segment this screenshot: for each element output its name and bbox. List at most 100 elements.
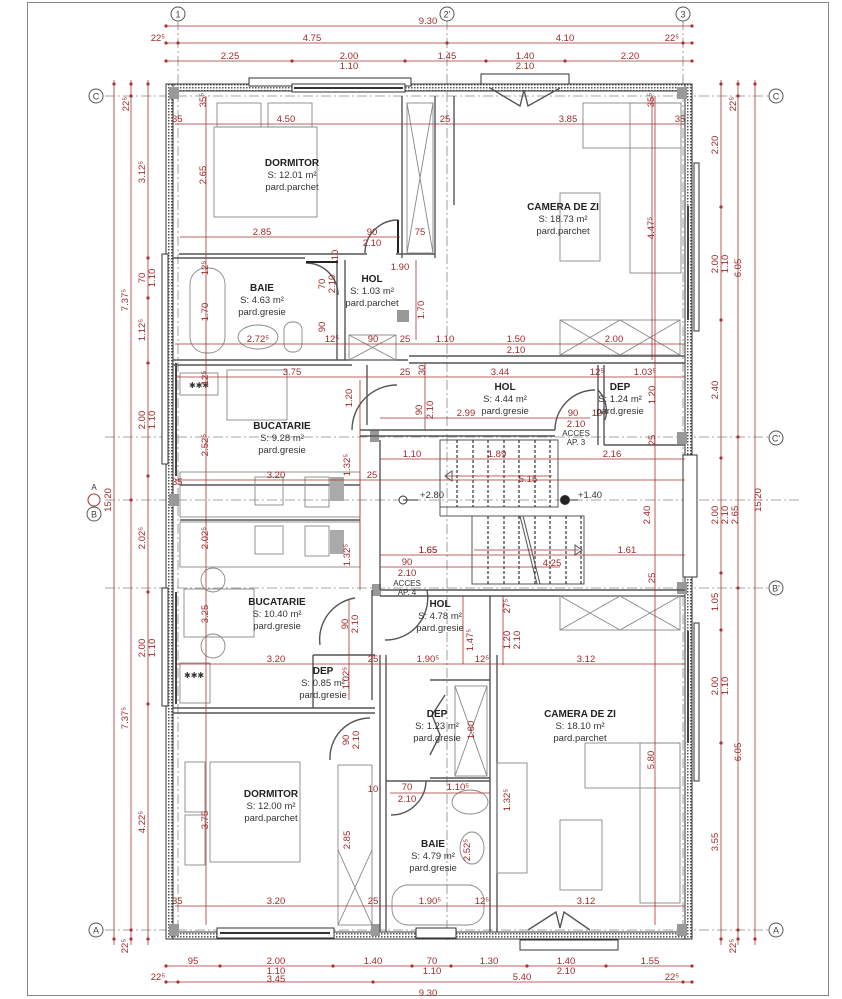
room-label-dormitor-1: DORMITOR S: 12.01 m² pard.parchet [265, 158, 320, 193]
svg-text:3.44: 3.44 [491, 367, 510, 378]
svg-text:9.30: 9.30 [419, 16, 438, 27]
interior-dim-labels: 35 4.50 25 2.65 2.85 90 2.10 75 35⁵ 3.85… [172, 93, 685, 907]
svg-text:6.05: 6.05 [733, 743, 744, 762]
svg-text:1: 1 [175, 10, 180, 20]
axis-marker-a-left: A [88, 922, 104, 938]
svg-text:27⁵: 27⁵ [502, 599, 513, 614]
axis-marker-b-left: B A [86, 483, 102, 522]
svg-text:2.40: 2.40 [710, 381, 721, 400]
stove-icon: ✱✱✱ [189, 381, 209, 390]
svg-text:2.10: 2.10 [720, 506, 731, 525]
svg-text:2.00: 2.00 [137, 411, 148, 430]
svg-text:S: 1.03 m²: S: 1.03 m² [350, 286, 394, 297]
svg-text:A: A [93, 926, 99, 936]
svg-text:1.10: 1.10 [340, 61, 359, 72]
svg-text:22⁵: 22⁵ [121, 97, 132, 112]
svg-text:1.50: 1.50 [507, 334, 526, 345]
svg-text:pard.gresie: pard.gresie [253, 621, 301, 632]
svg-text:3.75: 3.75 [283, 367, 302, 378]
room-label-camera-de-zi-1: CAMERA DE ZI S: 18.73 m² pard.parchet [527, 202, 599, 237]
svg-text:1.02⁵: 1.02⁵ [341, 667, 352, 689]
axis-marker-bp-right: B' [768, 580, 784, 596]
left-dimensions: 22⁵ 7.37⁵ 15.20 7.37⁵ 22⁵ 3.12⁵ 70 1.10 … [103, 80, 158, 953]
svg-text:3.12: 3.12 [577, 654, 596, 665]
svg-text:BAIE: BAIE [250, 283, 274, 294]
svg-text:2.40: 2.40 [642, 506, 653, 525]
svg-text:3.75: 3.75 [200, 811, 211, 830]
room-label-dep-1: DEP S: 1.24 m² pard.gresie [596, 382, 644, 417]
svg-text:2.52⁵: 2.52⁵ [200, 434, 211, 456]
svg-text:22⁵: 22⁵ [728, 97, 739, 112]
access-label-ap4: ACCES AP. 4 [393, 579, 421, 597]
svg-text:22⁵: 22⁵ [151, 972, 166, 983]
svg-text:15.20: 15.20 [753, 488, 764, 512]
svg-text:1.90: 1.90 [391, 262, 410, 273]
svg-text:1.10: 1.10 [267, 966, 286, 977]
svg-text:90: 90 [368, 334, 379, 345]
svg-text:4.25: 4.25 [543, 558, 562, 569]
svg-text:2.10: 2.10 [398, 794, 417, 805]
svg-text:DEP: DEP [610, 382, 631, 393]
svg-text:1.20: 1.20 [647, 386, 658, 405]
svg-text:5.15: 5.15 [519, 474, 538, 485]
svg-text:2.10: 2.10 [567, 419, 586, 430]
svg-text:90: 90 [367, 227, 378, 238]
axis-marker-3: 3 [675, 6, 691, 22]
svg-text:1.47⁵: 1.47⁵ [465, 629, 476, 651]
svg-text:1.60: 1.60 [466, 721, 477, 740]
room-label-bucatarie-2: BUCATARIE S: 10.40 m² pard.gresie [248, 597, 306, 632]
svg-text:1.10: 1.10 [403, 449, 422, 460]
room-label-dormitor-2: DORMITOR S: 12.00 m² pard.parchet [244, 789, 299, 824]
svg-text:1.70: 1.70 [200, 303, 211, 322]
svg-text:3.55: 3.55 [710, 833, 721, 852]
windows [161, 73, 700, 951]
svg-text:1.40: 1.40 [557, 956, 576, 967]
svg-text:1.30: 1.30 [480, 956, 499, 967]
svg-text:1.10: 1.10 [147, 269, 158, 288]
svg-text:1.05: 1.05 [710, 593, 721, 612]
svg-text:CAMERA DE ZI: CAMERA DE ZI [544, 709, 616, 720]
svg-text:9.30: 9.30 [419, 988, 438, 999]
svg-text:S: 4.44 m²: S: 4.44 m² [483, 394, 527, 405]
axis-marker-c-right: C [768, 88, 784, 104]
svg-text:S: 12.00 m²: S: 12.00 m² [246, 801, 295, 812]
svg-text:2.99: 2.99 [457, 408, 476, 419]
svg-text:3.45: 3.45 [267, 974, 286, 985]
svg-text:1.10: 1.10 [720, 255, 731, 274]
svg-text:5.80: 5.80 [646, 751, 657, 770]
svg-text:B': B' [772, 584, 780, 594]
svg-text:35: 35 [172, 114, 183, 125]
svg-text:2.10: 2.10 [351, 731, 362, 750]
svg-text:1.89: 1.89 [488, 449, 507, 460]
svg-text:2.20: 2.20 [621, 51, 640, 62]
svg-text:1.10: 1.10 [147, 639, 158, 658]
svg-text:1.10⁵: 1.10⁵ [447, 782, 469, 793]
svg-text:35: 35 [172, 896, 183, 907]
svg-text:pard.parchet: pard.parchet [553, 733, 607, 744]
svg-text:BUCATARIE: BUCATARIE [248, 597, 306, 608]
room-label-dep-2: DEP S: 0.85 m² pard.gresie [299, 666, 347, 701]
svg-text:AP. 4: AP. 4 [398, 588, 417, 597]
svg-text:2.20: 2.20 [710, 136, 721, 155]
svg-text:A: A [773, 926, 779, 936]
svg-text:DEP: DEP [427, 709, 448, 720]
svg-text:2.10: 2.10 [398, 568, 417, 579]
axis-marker-cp-right: C' [768, 430, 784, 446]
svg-text:22⁵: 22⁵ [665, 972, 680, 983]
svg-text:3.20: 3.20 [267, 896, 286, 907]
svg-text:pard.gresie: pard.gresie [238, 307, 286, 318]
svg-text:1.90⁵: 1.90⁵ [417, 654, 439, 665]
svg-text:1.10: 1.10 [423, 966, 442, 977]
svg-text:35⁵: 35⁵ [198, 93, 209, 108]
svg-text:35⁵: 35⁵ [646, 93, 657, 108]
svg-text:1.32⁵: 1.32⁵ [502, 789, 513, 811]
svg-text:pard.parchet: pard.parchet [536, 226, 590, 237]
svg-text:25: 25 [400, 334, 411, 345]
svg-text:BAIE: BAIE [421, 839, 445, 850]
svg-text:1.12⁵: 1.12⁵ [137, 319, 148, 341]
svg-text:pard.gresie: pard.gresie [413, 733, 461, 744]
svg-text:1.20: 1.20 [502, 631, 513, 650]
svg-text:1.55: 1.55 [641, 956, 660, 967]
svg-text:DEP: DEP [313, 666, 334, 677]
